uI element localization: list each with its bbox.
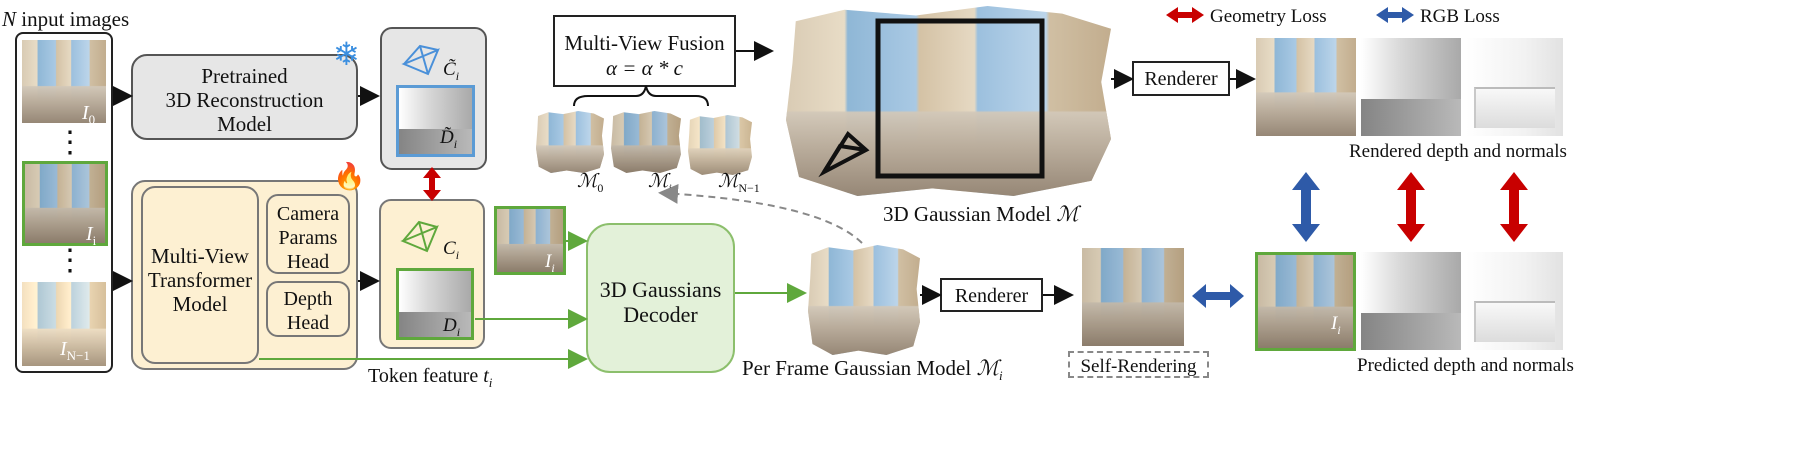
per-frame-model-caption: Per Frame Gaussian Model ℳi: [742, 356, 1003, 384]
legend-rgb-loss: RGB Loss: [1420, 6, 1500, 27]
dashed-arrow-to-per-view: [658, 183, 863, 244]
pred-camera-label: Ci: [443, 238, 460, 262]
predicted-rgb-image: [1255, 252, 1356, 351]
rgb-loss-arrow-self: [1192, 284, 1244, 308]
global-model-caption: 3D Gaussian Model ℳ: [883, 202, 1079, 226]
input-images-title: N input images: [2, 7, 130, 31]
global-view-frame: [875, 18, 1045, 179]
dots-upper: ⋮: [55, 126, 85, 159]
pred-depth-map: [396, 268, 474, 340]
geometry-loss-arrow-normal: [1500, 172, 1528, 242]
input-image-current: [22, 161, 108, 246]
renderer-top-label: Renderer: [1144, 68, 1218, 90]
input-label-last: IN−1: [60, 338, 90, 363]
pred-camera-icon: [400, 220, 439, 253]
geometry-loss-arrow-cam: [423, 167, 441, 201]
predicted-depth-map: [1361, 252, 1461, 350]
renderer-bottom-label: Renderer: [954, 285, 1029, 307]
predicted-caption: Predicted depth and normals: [1357, 355, 1574, 376]
rendered-depth-map: [1361, 38, 1461, 136]
multiview-fusion-box: [553, 15, 736, 87]
token-feature-label: Token feature ti: [368, 365, 493, 390]
legend-rgb-arrow: [1376, 7, 1414, 23]
pseudo-camera-label: C̃i: [443, 59, 460, 83]
input-label-current: Ii: [86, 223, 97, 248]
pseudo-depth-label: D̃i: [440, 127, 458, 151]
pretrained-model-box: [131, 54, 358, 140]
predicted-frame-label: Ii: [1331, 313, 1341, 337]
self-rendered-image: [1082, 248, 1184, 346]
rendered-rgb-image: [1256, 38, 1356, 136]
input-image-last: [22, 282, 106, 366]
pseudo-depth-map: [396, 85, 475, 157]
per-frame-gaussian-render: [808, 245, 920, 355]
transformer-model-box: [141, 186, 259, 364]
input-image-first: [22, 40, 106, 123]
per-view-label-last: ℳN−1: [718, 171, 760, 195]
flame-icon: 🔥: [333, 162, 366, 191]
pred-depth-label: Di: [443, 315, 461, 339]
self-rendering-box: [1068, 351, 1209, 378]
camera-params-head-box: [266, 194, 350, 274]
per-view-model-i: [611, 111, 681, 173]
rendered-normal-map: [1466, 38, 1563, 136]
per-view-model-last: [688, 115, 752, 175]
input-images-group: [15, 32, 113, 373]
input-label-first: I0: [82, 102, 96, 127]
rendered-caption: Rendered depth and normals: [1349, 141, 1567, 162]
global-camera-icon: [818, 130, 870, 178]
legend-geometry-arrow: [1166, 7, 1204, 23]
rgb-loss-arrow-vertical: [1292, 172, 1320, 242]
pseudo-camera-icon: [401, 44, 440, 76]
current-frame-image: [494, 206, 566, 275]
snowflake-icon: ❄: [333, 36, 360, 72]
self-rendering-label: Self-Rendering: [1080, 356, 1197, 377]
dots-lower: ⋮: [55, 244, 85, 277]
geometry-loss-arrow-depth: [1397, 172, 1425, 242]
fusion-brace: [573, 85, 709, 107]
per-view-model-0: [536, 111, 604, 173]
depth-head-box: [266, 281, 350, 337]
gaussians-decoder-box: [586, 223, 735, 373]
current-frame-label: Ii: [545, 251, 555, 275]
per-view-label-0: ℳ0: [577, 171, 604, 195]
legend-geometry-loss: Geometry Loss: [1210, 6, 1327, 27]
predicted-normal-map: [1466, 252, 1563, 350]
